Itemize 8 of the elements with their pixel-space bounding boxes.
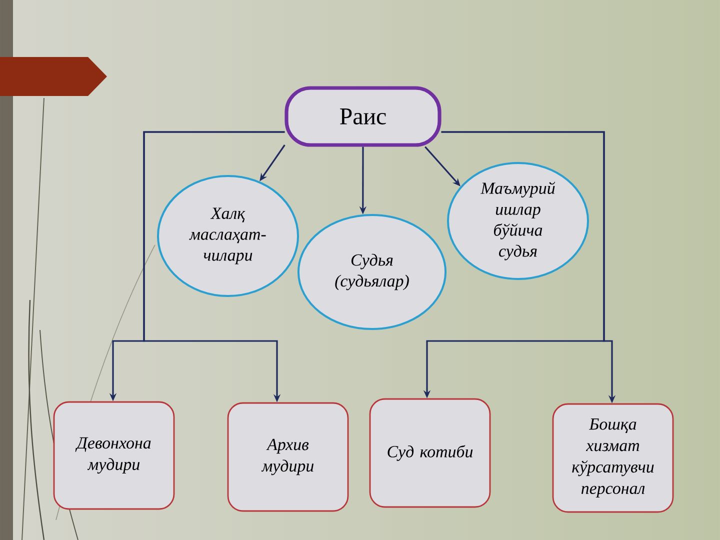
oval-node: Судья (судьялар) [297,214,447,330]
pill-box: Раис [284,86,442,147]
rounded-box: Архив мудири [227,402,349,512]
oval-node: Халқ маслаҳат-чилари [157,175,299,297]
oval-node: Маъмурий ишлар бўйича судья [447,162,589,280]
rounded-box: Суд котиби [369,398,491,508]
rounded-box: Девонхона мудири [53,401,175,510]
rounded-box: Бошқа хизмат кўрсатувчи персонал [552,403,674,513]
